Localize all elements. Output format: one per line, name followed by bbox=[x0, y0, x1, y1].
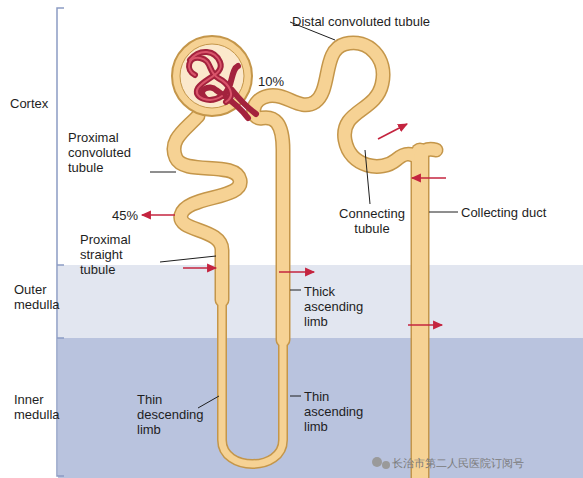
region-label: Inner medulla bbox=[14, 392, 56, 422]
part-label: Distal convoluted tubule bbox=[292, 14, 492, 29]
region-label: Cortex bbox=[10, 96, 56, 111]
glomerulus bbox=[172, 36, 256, 118]
part-label: Proximal straight tubule bbox=[80, 232, 160, 277]
part-label: Thin descending limb bbox=[137, 392, 199, 437]
tubule bbox=[174, 43, 436, 478]
part-label: Thick ascending limb bbox=[304, 284, 376, 329]
watermark: 长治市第二人民医院订阅号 bbox=[392, 456, 572, 471]
percentage: 45% bbox=[112, 208, 144, 223]
leader-line bbox=[150, 22, 458, 408]
part-label: Thin ascending limb bbox=[304, 389, 376, 434]
part-label: Connecting tubule bbox=[334, 206, 410, 236]
region-bracket bbox=[57, 8, 64, 476]
part-label: Proximal convoluted tubule bbox=[68, 130, 150, 175]
watermark-icon bbox=[372, 457, 390, 469]
flow-arrow bbox=[142, 124, 446, 325]
percentage: 10% bbox=[258, 74, 298, 89]
part-label: Collecting duct bbox=[461, 205, 571, 220]
region-label: Outer medulla bbox=[14, 282, 56, 312]
